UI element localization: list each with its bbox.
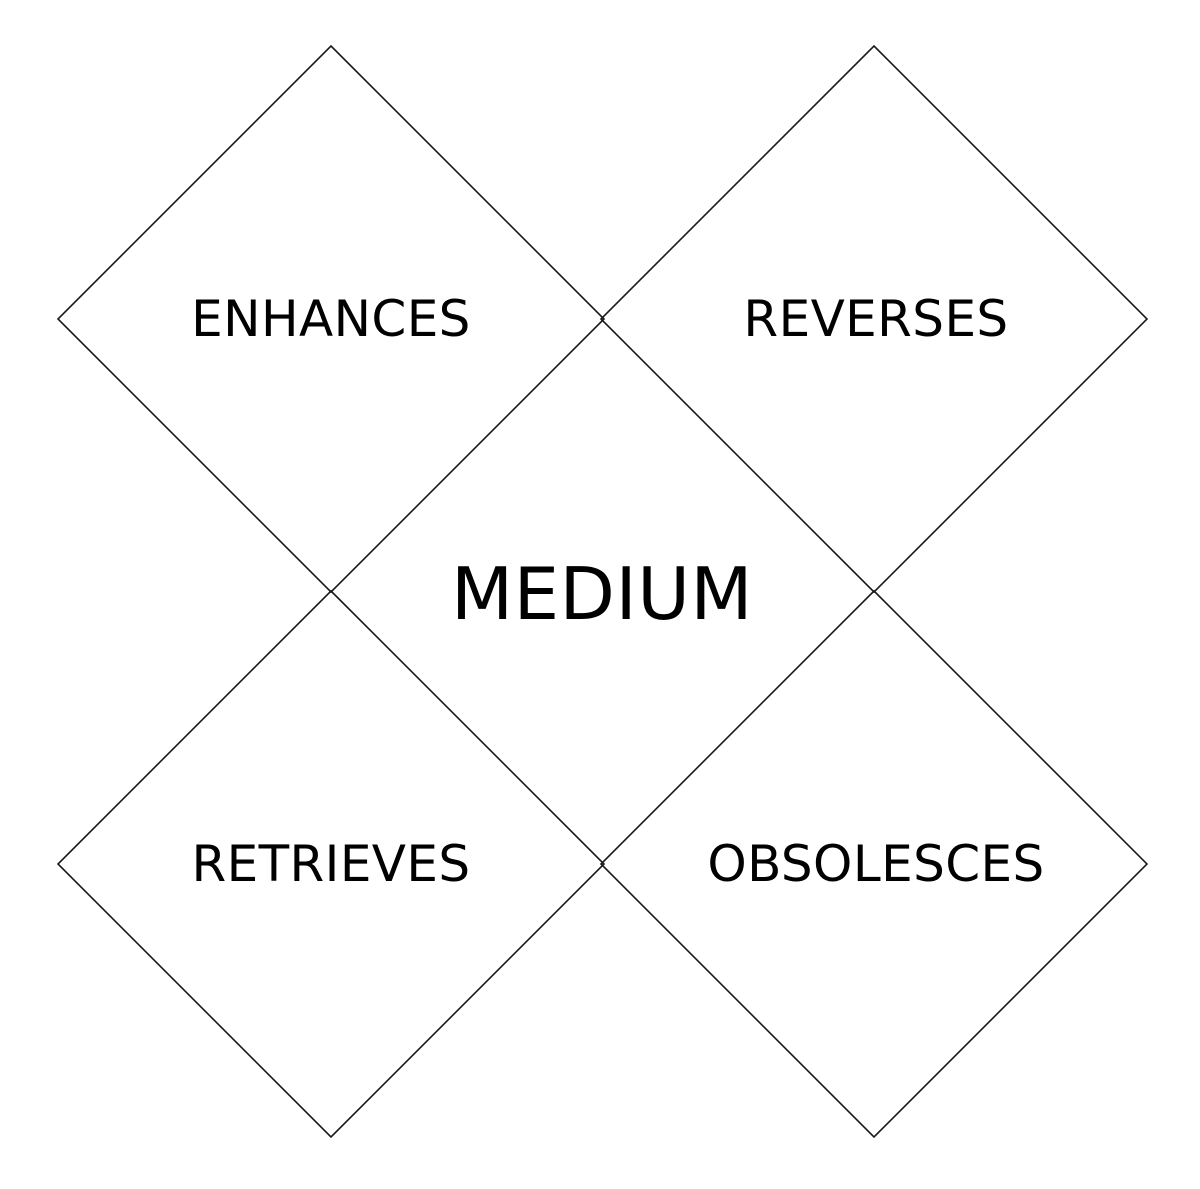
quadrant-label-obsolesces: OBSOLESCES bbox=[707, 835, 1045, 893]
quadrant-label-retrieves: RETRIEVES bbox=[191, 835, 471, 893]
quadrant-label-enhances: ENHANCES bbox=[191, 290, 471, 348]
quadrant-shape-obsolesces[interactable] bbox=[599, 589, 1149, 1139]
quadrant-shape-retrieves[interactable] bbox=[56, 589, 606, 1139]
quadrant-label-reverses: REVERSES bbox=[743, 290, 1009, 348]
center-label-medium: MEDIUM bbox=[450, 552, 754, 636]
